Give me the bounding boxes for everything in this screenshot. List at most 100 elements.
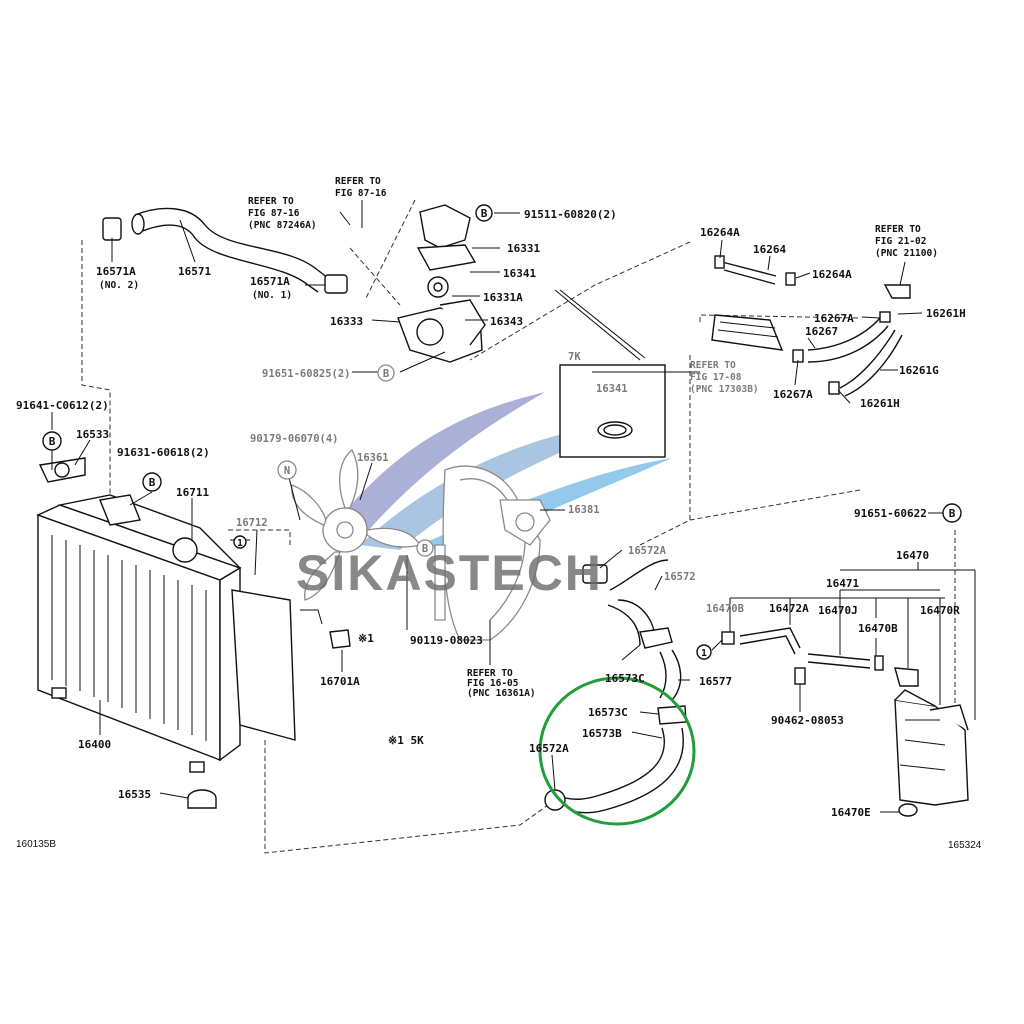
svg-text:FIG 87-16: FIG 87-16: [335, 188, 387, 199]
svg-text:REFER TO: REFER TO: [467, 668, 513, 679]
refer-notes: REFER TO FIG 87-16 (PNC 87246A) REFER TO…: [248, 176, 938, 699]
label-16533: 16533: [76, 428, 109, 441]
svg-text:FIG 16-05: FIG 16-05: [467, 678, 519, 689]
label-16571: 16571: [178, 265, 211, 278]
svg-text:FIG 21-02: FIG 21-02: [875, 236, 926, 247]
svg-text:B: B: [49, 435, 56, 448]
label-16267: 16267: [805, 325, 838, 338]
label-16572a-top: 16572A: [628, 545, 667, 557]
refer-note-fig-87-16-pnc: REFER TO FIG 87-16 (PNC 87246A): [248, 196, 317, 231]
label-16331: 16331: [507, 242, 540, 255]
corner-code-right: 165324: [948, 840, 982, 851]
callout-b-91511: B: [475, 204, 493, 222]
thermostat-housing: [397, 204, 492, 363]
label-16470b-1: 16470B: [706, 603, 744, 615]
inset-7k: [554, 289, 666, 458]
label-16572a-bottom: 16572A: [529, 742, 569, 755]
reservoir-tank: [721, 627, 969, 817]
label-16472a: 16472A: [769, 602, 809, 615]
svg-text:B: B: [422, 543, 428, 555]
svg-text:B: B: [481, 207, 488, 220]
fan-and-pump: [291, 448, 551, 665]
inset-title: 7K: [568, 351, 581, 363]
label-16261h-2: 16261H: [860, 397, 900, 410]
svg-text:B: B: [383, 368, 389, 380]
callout-markers: B B B B N B B 1: [42, 204, 962, 660]
label-90462: 90462-08053: [771, 714, 844, 727]
upper-radiator-hose: [102, 207, 348, 294]
label-16470: 16470: [896, 549, 929, 562]
label-16333: 16333: [330, 315, 363, 328]
svg-text:(PNC 21100): (PNC 21100): [875, 248, 938, 259]
callout-1-reservoir: 1: [696, 644, 712, 660]
refer-note-fig-16-05: REFER TO FIG 16-05 (PNC 16361A): [467, 668, 536, 699]
label-16572: 16572: [664, 571, 696, 583]
radiator-fins: [51, 535, 207, 741]
svg-text:(PNC 16361A): (PNC 16361A): [467, 688, 536, 699]
svg-text:(PNC 17303B): (PNC 17303B): [690, 384, 759, 395]
svg-text:REFER TO: REFER TO: [335, 176, 381, 187]
label-16470e: 16470E: [831, 806, 871, 819]
watermark-text: SIKASTECH: [296, 545, 603, 601]
label-16400: 16400: [78, 738, 111, 751]
label-16701a: 16701A: [320, 675, 360, 688]
label-16264: 16264: [753, 243, 786, 256]
dashed-connections: [81, 199, 956, 854]
label-91641: 91641-C0612(2): [16, 399, 109, 412]
svg-text:N: N: [284, 465, 290, 477]
callout-b-90119: B: [416, 539, 434, 557]
callout-b-91641: B: [42, 431, 62, 451]
legend-note: ※1 5K: [388, 734, 424, 747]
label-16381: 16381: [568, 504, 600, 516]
label-16264a-2: 16264A: [812, 268, 852, 281]
label-91651-60622: 91651-60622: [854, 507, 927, 520]
svg-text:REFER TO: REFER TO: [690, 360, 736, 371]
label-91651-60825: 91651-60825(2): [262, 368, 351, 380]
svg-text:B: B: [949, 507, 956, 520]
leader-lines: [51, 200, 976, 813]
refer-note-fig-87-16: REFER TO FIG 87-16: [335, 176, 387, 199]
lower-radiator-hose: [544, 559, 687, 814]
label-16577: 16577: [699, 675, 732, 688]
label-16571a-no1-sub: (NO. 1): [252, 290, 292, 301]
callout-1-radiator: 1: [233, 535, 247, 549]
svg-text:B: B: [149, 476, 156, 489]
svg-text:REFER TO: REFER TO: [248, 196, 294, 207]
label-91511: 91511-60820(2): [524, 208, 617, 221]
label-16573c-1: 16573C: [605, 672, 645, 685]
label-16470j: 16470J: [818, 604, 858, 617]
label-16535: 16535: [118, 788, 151, 801]
label-16573c-2: 16573C: [588, 706, 628, 719]
svg-text:1: 1: [237, 538, 243, 549]
part-labels: 16571A (NO. 2) 16571 16571A (NO. 1) 1633…: [16, 208, 966, 819]
label-16571a-no2: 16571A: [96, 265, 136, 278]
svg-text:(PNC 87246A): (PNC 87246A): [248, 220, 317, 231]
highlight-circle: [538, 676, 696, 826]
label-inset-16341: 16341: [596, 383, 628, 395]
label-16261h-1: 16261H: [926, 307, 966, 320]
label-16331a: 16331A: [483, 291, 523, 304]
label-16573b: 16573B: [582, 727, 622, 740]
label-90179: 90179-06070(4): [250, 433, 339, 445]
label-16261g: 16261G: [899, 364, 939, 377]
label-90119: 90119-08023: [410, 634, 483, 647]
svg-text:REFER TO: REFER TO: [875, 224, 921, 235]
label-16711: 16711: [176, 486, 209, 499]
label-16267a-2: 16267A: [773, 388, 813, 401]
callout-b-91631: B: [142, 472, 162, 492]
label-91631: 91631-60618(2): [117, 446, 210, 459]
label-16267a-1: 16267A: [814, 312, 854, 325]
callout-b-91651-60622: B: [942, 503, 962, 523]
label-16470b-2: 16470B: [858, 622, 898, 635]
refer-note-fig-17-08: REFER TO FIG 17-08 (PNC 17303B): [690, 360, 759, 395]
label-16361: 16361: [357, 452, 389, 464]
label-16470r: 16470R: [920, 604, 960, 617]
label-16343: 16343: [490, 315, 523, 328]
svg-text:FIG 87-16: FIG 87-16: [248, 208, 300, 219]
radiator: [36, 457, 351, 809]
svg-text:1: 1: [701, 648, 707, 659]
label-16264a-1: 16264A: [700, 226, 740, 239]
bypass-hoses: [711, 255, 911, 397]
label-16571a-no2-sub: (NO. 2): [99, 280, 139, 291]
